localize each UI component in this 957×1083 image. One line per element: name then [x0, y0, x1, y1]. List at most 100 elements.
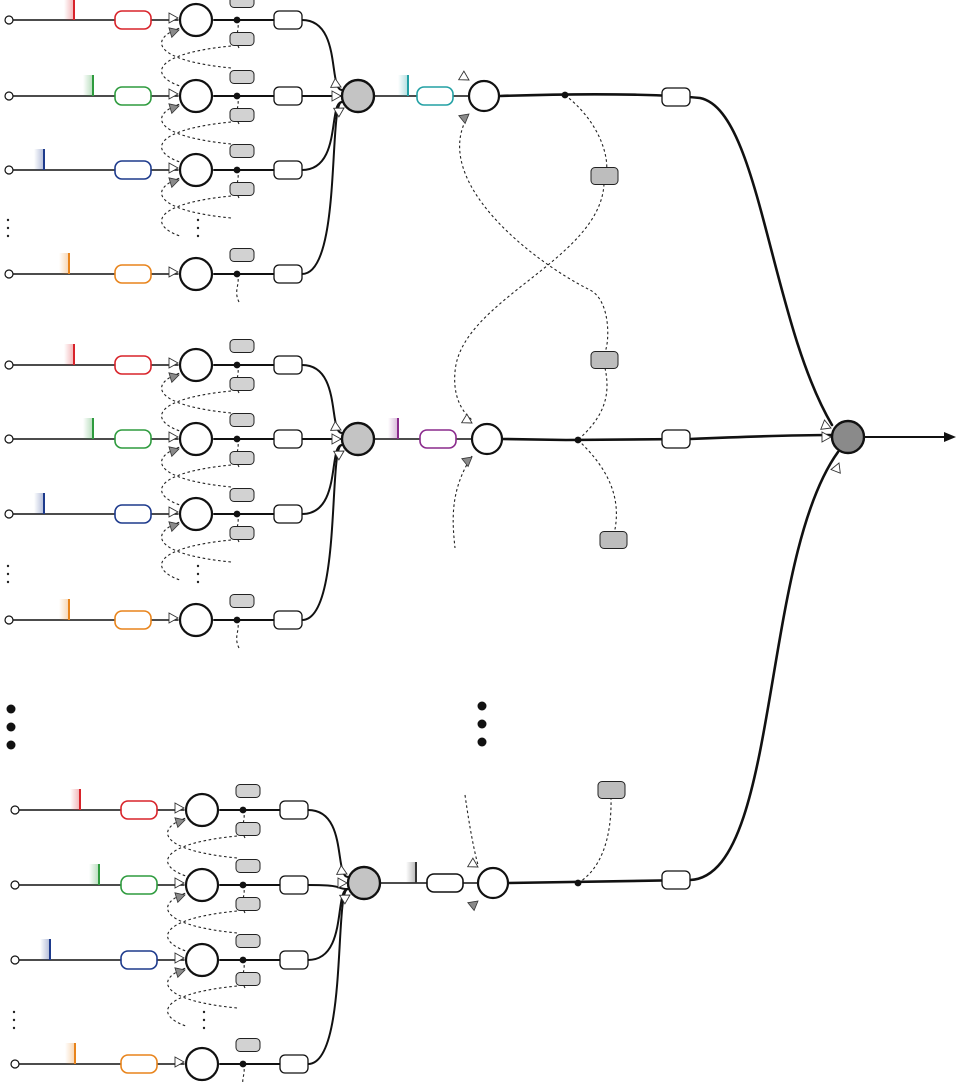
- group2-left-ellipsis-dot: [6, 572, 10, 576]
- stage2-branch1-output-box: [661, 87, 691, 107]
- group2-ch1-inhibitory-marker: [168, 372, 180, 384]
- group2-hub-marker-mid: [331, 433, 342, 445]
- group2-ch3-synapse-marker: [168, 506, 179, 518]
- stage2-branch1-output-wire: [498, 92, 834, 427]
- group1-ch2-filter: [114, 86, 152, 106]
- stage2-gray-box-2: [590, 351, 619, 369]
- stage2-branch3-spike-marker-shade: [406, 862, 416, 883]
- group3-hub-marker-mid: [337, 877, 348, 889]
- group3-ch2-filter: [120, 875, 158, 895]
- stage2-branch3-node: [476, 866, 510, 900]
- group2-ch3-gray-box-above: [229, 488, 255, 502]
- group2-ch4-output-box: [273, 610, 303, 630]
- stage2-dashed-from-box4: [577, 796, 612, 884]
- group2-ch2-node: [178, 421, 214, 457]
- group3-ch1-input-terminal: [10, 805, 20, 815]
- group1-left-ellipsis-dot: [6, 226, 10, 230]
- group3-hub-marker-bottom: [338, 894, 351, 905]
- group3-mid-ellipsis-dot: [202, 1026, 206, 1030]
- stage2-branch1-marker-top: [457, 70, 470, 81]
- left-group-ellipsis-dot: [6, 722, 16, 732]
- group3-ch4-input-terminal: [10, 1059, 20, 1069]
- stage2-dashed-to-box3: [577, 439, 617, 535]
- group2-ch3-node: [178, 496, 214, 532]
- group2-ch1-gray-box-above: [229, 339, 255, 353]
- group3-ch2-inhibitory-marker: [174, 892, 186, 904]
- group1-ch4-synapse-marker: [168, 266, 179, 278]
- final-marker-bottom: [830, 462, 841, 474]
- stage2-branch3-marker-top: [466, 857, 479, 868]
- group3-ch2-output-box: [279, 875, 309, 895]
- group3-ch3-spike-marker-shade: [40, 939, 50, 960]
- final-marker-top: [820, 419, 832, 430]
- group1-ch2-gray-box-above: [229, 70, 255, 84]
- group2-ch4-node: [178, 602, 214, 638]
- group3-ch3-gray-box-below: [235, 972, 261, 986]
- group2-ch3-dashed-cross-down: [161, 539, 232, 581]
- group2-ch1-filter: [114, 355, 152, 375]
- group3-ch1-gray-box-above: [235, 784, 261, 798]
- group3-ch3-to-hub-wire: [307, 888, 349, 961]
- group1-ch2-node: [178, 78, 214, 114]
- stage2-ellipsis-dot: [477, 737, 487, 747]
- group2-ch3-input-terminal: [4, 509, 14, 519]
- group1-mid-ellipsis-dot: [196, 218, 200, 222]
- group2-hub-marker-bottom: [332, 450, 345, 461]
- nodes-layer: [4, 0, 956, 1082]
- group1-ch1-input-terminal: [4, 15, 14, 25]
- stage2-dashed-stub-lower: [452, 455, 473, 549]
- stage2-branch2-junction: [574, 436, 582, 444]
- group3-left-ellipsis-dot: [12, 1026, 16, 1030]
- group1-ch3-junction: [233, 166, 241, 174]
- group3-ch2-gray-box-above: [235, 859, 261, 873]
- group1-ch1-spike-marker-shade: [64, 0, 74, 20]
- group3-hub-node: [346, 865, 382, 901]
- stage2-branch2-marker-top: [460, 413, 473, 424]
- group2-ch3-gray-box-below: [229, 526, 255, 540]
- group1-ch4-gray-box-above: [229, 248, 255, 262]
- group3-ch1-gray-box-below: [235, 822, 261, 836]
- links-layer: [11, 19, 947, 1083]
- group1-ch2-synapse-marker: [168, 88, 179, 100]
- group2-ch4-dashed-stub: [236, 619, 240, 649]
- group1-ch1-inhibitory-marker: [168, 27, 180, 39]
- group1-ch2-output-box: [273, 86, 303, 106]
- group1-ch3-gray-box-below: [229, 182, 255, 196]
- group2-mid-ellipsis-dot: [196, 580, 200, 584]
- group2-ch4-gray-box-above: [229, 594, 255, 608]
- group3-ch1-spike-marker-shade: [70, 789, 80, 810]
- stage2-branch1-junction: [561, 91, 569, 99]
- group2-ch4-spike-marker-shade: [59, 599, 69, 620]
- group2-hub-marker-top: [329, 420, 342, 431]
- group3-ch3-dashed-cross-down: [167, 985, 238, 1027]
- stage2-branch1-marker-bottom: [458, 113, 470, 125]
- stage2-branch1-filter: [416, 86, 454, 106]
- group3-left-ellipsis-dot: [12, 1010, 16, 1014]
- group1-ch1-gray-box-above: [229, 0, 255, 8]
- group2-ch2-synapse-marker: [168, 431, 179, 443]
- group2-mid-ellipsis-dot: [196, 564, 200, 568]
- group2-ch3-output-box: [273, 504, 303, 524]
- group3-ch3-gray-box-above: [235, 934, 261, 948]
- stage2-branch2-spike-marker-shade: [388, 418, 398, 439]
- group1-left-ellipsis-dot: [6, 218, 10, 222]
- group2-ch4-synapse-marker: [168, 612, 179, 624]
- stage2-branch1-node: [467, 79, 501, 113]
- group2-left-ellipsis-dot: [6, 564, 10, 568]
- group2-ch1-junction: [233, 361, 241, 369]
- group3-ch3-output-box: [279, 950, 309, 970]
- group3-ch4-output-box: [279, 1054, 309, 1074]
- group3-ch4-spike-marker-shade: [65, 1043, 75, 1064]
- group3-ch3-synapse-marker: [174, 952, 185, 964]
- group1-ch3-input-terminal: [4, 165, 14, 175]
- group1-hub-marker-top: [329, 77, 342, 88]
- group3-left-ellipsis-dot: [12, 1018, 16, 1022]
- group3-ch3-filter: [120, 950, 158, 970]
- group2-ch3-inhibitory-marker: [168, 521, 180, 533]
- group3-ch3-junction: [239, 956, 247, 964]
- group1-ch3-gray-box-above: [229, 144, 255, 158]
- stage2-branch3-marker-bottom: [467, 900, 479, 912]
- group3-ch1-output-box: [279, 800, 309, 820]
- group1-ch4-filter: [114, 264, 152, 284]
- stage2-dashed-cross-up: [459, 115, 609, 353]
